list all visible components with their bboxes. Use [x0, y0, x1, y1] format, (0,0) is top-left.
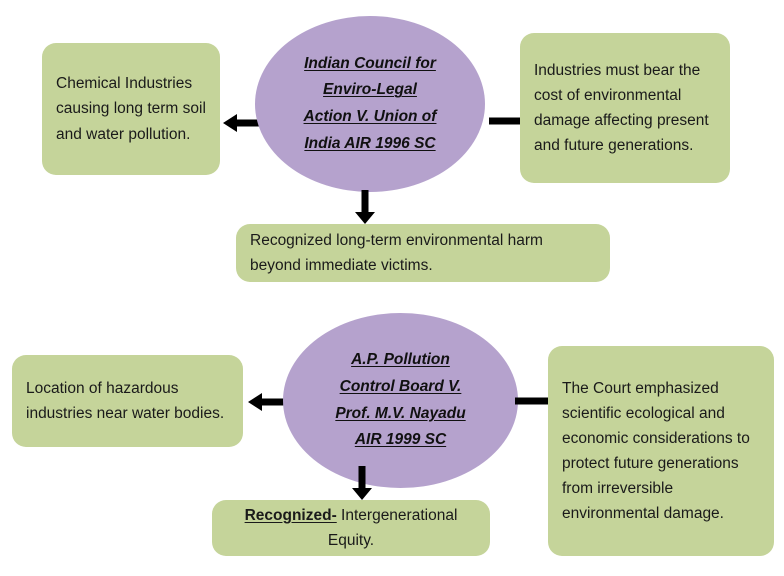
case1-ellipse: Indian Council for Enviro-Legal Action V…: [255, 16, 485, 192]
case2-left-box-text: Location of hazardous industries near wa…: [26, 379, 225, 422]
case1-bottom-box-text: Recognized long-term environmental harm …: [250, 231, 543, 274]
case2-ellipse: A.P. Pollution Control Board V. Prof. M.…: [283, 313, 518, 488]
arrow-case1-left: [223, 114, 271, 132]
case1-left-box-text: Chemical Industries causing long term so…: [56, 75, 206, 143]
case2-title-line-2: Control Board V.: [339, 377, 462, 395]
case1-ellipse-title: Indian Council for Enviro-Legal Action V…: [278, 51, 463, 158]
case1-right-box: Industries must bear the cost of environ…: [520, 33, 730, 183]
case2-title-line-1: A.P. Pollution: [351, 351, 450, 369]
arrow-case2-down: [352, 466, 372, 500]
case1-bottom-box: Recognized long-term environmental harm …: [236, 224, 610, 282]
case1-left-box: Chemical Industries causing long term so…: [42, 43, 220, 175]
arrow-case1-down: [355, 190, 375, 224]
case2-right-box: The Court emphasized scientific ecologic…: [548, 346, 774, 556]
case2-title-line-3: Prof. M.V. Nayadu: [335, 404, 466, 422]
case2-title-line-4: AIR 1999 SC: [354, 431, 447, 449]
case2-bottom-box: Recognized- Intergenerational Equity.: [212, 500, 490, 556]
case2-ellipse-title: A.P. Pollution Control Board V. Prof. M.…: [309, 347, 491, 454]
case2-bottom-box-lead: Recognized-: [244, 506, 337, 524]
case1-title-line-1: Indian Council for: [304, 54, 436, 72]
case1-right-box-text: Industries must bear the cost of environ…: [534, 61, 709, 155]
case2-left-box: Location of hazardous industries near wa…: [12, 355, 243, 447]
arrow-case2-left: [248, 393, 296, 411]
case2-bottom-box-rest: Intergenerational Equity.: [327, 506, 458, 549]
case2-right-box-text: The Court emphasized scientific ecologic…: [562, 379, 750, 523]
case1-title-line-4: India AIR 1996 SC: [304, 134, 436, 152]
case1-title-line-3: Action V. Union of: [303, 108, 437, 125]
case2-bottom-box-text: Recognized- Intergenerational Equity.: [212, 503, 490, 553]
case1-title-line-2: Enviro-Legal: [323, 81, 417, 99]
